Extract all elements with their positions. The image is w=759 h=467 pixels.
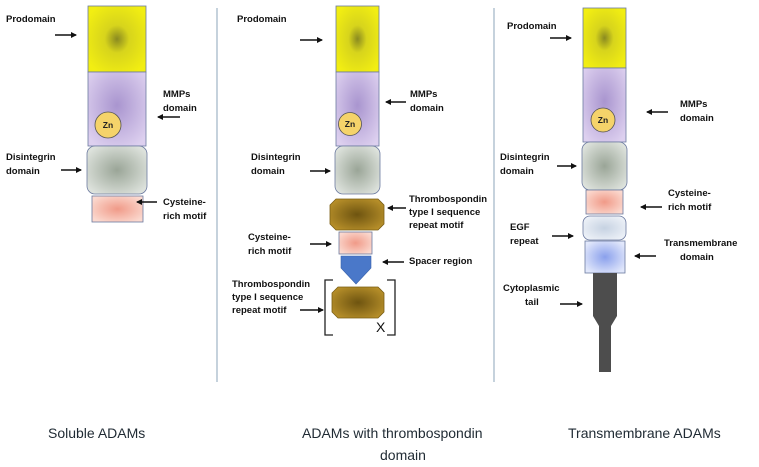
mmps-label-line2: domain [163,103,197,114]
zinc-label: Zn [345,119,355,129]
disintegrin-label-line2: domain [6,166,40,177]
transmembrane-label-line1: Transmembrane [664,238,737,249]
disintegrin-label-line1: Disintegrin [251,152,301,163]
thrombospondin2-label-line2: type I sequence [232,292,303,303]
cysteine-label-line2: rich motif [668,202,712,213]
cytoplasmic-tail-shape [593,273,617,372]
disintegrin-domain-block [581,141,628,191]
egf-label-line1: EGF [510,222,530,233]
spacer-label: Spacer region [409,256,473,267]
disintegrin-label-line2: domain [500,166,534,177]
cysteine-label-line2: rich motif [163,211,207,222]
cysteine-label-line1: Cysteine- [668,188,711,199]
mmps-label-line1: MMPs [680,99,707,110]
prodomain-block [335,5,380,73]
caption-thrombospondin-line1: ADAMs with thrombospondin [302,425,483,441]
cysteine-label-line1: Cysteine- [248,232,291,243]
spacer-region-shape [340,255,372,285]
prodomain-label: Prodomain [507,21,557,32]
egf-label-line2: repeat [510,236,539,247]
transmembrane-label-line2: domain [680,252,714,263]
cysteine-label-line2: rich motif [248,246,292,257]
transmembrane-adams-panel: Zn Prodomain MMPs domain Disintegrin dom… [500,7,737,441]
repeat-bracket-left [324,279,333,336]
thrombospondin-label-line3: repeat motif [409,220,464,231]
prodomain-label: Prodomain [6,14,56,25]
zinc-circle [590,107,616,133]
cysteine-rich-motif-block [338,231,373,255]
egf-repeat-block [582,215,627,241]
prodomain-block [87,5,147,73]
disintegrin-domain-block [86,145,148,195]
thrombospondin2-label-line1: Thrombospondin [232,279,310,290]
thrombospondin-repeat-block [329,198,385,231]
thrombospondin-repeat-block-2 [331,286,385,319]
zinc-circle [94,111,122,139]
caption-transmembrane: Transmembrane ADAMs [568,425,721,441]
repeat-bracket-right [387,279,396,336]
soluble-adams-panel: Zn Prodomain MMPs domain Disintegrin dom… [6,5,207,441]
thrombospondin-adams-panel: Zn X Prodomain MMPs domain Disintegrin d… [232,5,487,463]
mmps-domain-block [335,71,380,147]
cytoplasmic-label-line1: Cytoplasmic [503,283,560,294]
thrombospondin2-label-line3: repeat motif [232,305,287,316]
caption-thrombospondin-line2: domain [380,447,426,463]
thrombospondin-label-line1: Thrombospondin [409,194,487,205]
disintegrin-label-line1: Disintegrin [6,152,56,163]
cysteine-rich-motif-block [91,195,144,223]
repeat-count-x: X [376,319,386,335]
mmps-label-line2: domain [410,103,444,114]
disintegrin-label-line2: domain [251,166,285,177]
cytoplasmic-label-line2: tail [525,297,539,308]
cysteine-rich-motif-block [585,189,624,215]
prodomain-block [582,7,627,69]
disintegrin-domain-block [334,145,381,195]
zinc-label: Zn [103,120,113,130]
mmps-label-line1: MMPs [163,89,190,100]
mmps-label-line1: MMPs [410,89,437,100]
prodomain-label: Prodomain [237,14,287,25]
caption-soluble: Soluble ADAMs [48,425,145,441]
transmembrane-domain-block [584,240,626,274]
zinc-circle [338,112,362,136]
disintegrin-label-line1: Disintegrin [500,152,550,163]
mmps-label-line2: domain [680,113,714,124]
cysteine-label-line1: Cysteine- [163,197,206,208]
thrombospondin-label-line2: type I sequence [409,207,480,218]
zinc-label: Zn [598,115,608,125]
